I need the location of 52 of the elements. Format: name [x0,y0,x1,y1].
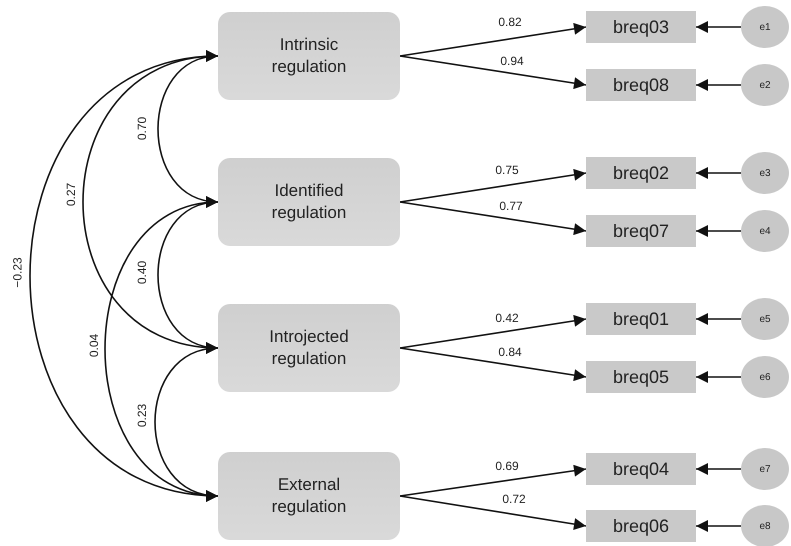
arrow [400,314,586,349]
arrow [696,167,741,179]
edge-label: 0.75 [494,164,520,176]
arrow [400,495,586,530]
latent-factor-box: Identified regulation [218,158,400,246]
arrow [696,79,741,91]
error-ellipse: e8 [741,505,789,546]
arrow [400,22,586,57]
arrow [696,463,741,475]
error-ellipse: e6 [741,356,789,398]
indicator-box: breq02 [586,157,696,189]
latent-factor-box: Intrinsic regulation [218,12,400,100]
indicator-box: breq07 [586,215,696,247]
arrow [400,347,586,382]
arrow [696,21,741,33]
edge-label: −0.23 [12,256,24,288]
edge-label: 0.77 [498,200,524,212]
error-ellipse: e1 [741,6,789,48]
covariance-arrow [154,344,218,500]
edge-label: 0.72 [501,492,527,506]
edge-label: 0.70 [136,115,150,141]
edge-label: 0.42 [494,312,520,324]
covariance-arrow [104,198,218,500]
error-ellipse: e7 [741,448,789,490]
error-ellipse: e5 [741,298,789,340]
indicator-box: breq08 [586,69,696,101]
edge-label: 0.82 [497,16,523,28]
indicator-box: breq06 [586,510,696,542]
arrow [400,464,586,497]
error-ellipse: e4 [741,210,789,252]
edge-label: 0.84 [497,346,523,358]
indicator-box: breq01 [586,303,696,335]
arrow [696,225,741,237]
edge-label: 0.69 [494,460,520,472]
latent-factor-box: External regulation [218,452,400,540]
edge-label: 0.23 [136,402,150,428]
error-ellipse: e3 [741,152,789,194]
arrow [400,168,586,203]
indicator-box: breq03 [586,11,696,43]
edge-label: 0.04 [88,332,102,358]
arrow [696,313,741,325]
edge-label: 0.40 [136,259,150,285]
edge-label: 0.94 [499,54,525,68]
arrow [696,520,741,532]
arrow [696,371,741,383]
arrow [400,201,586,236]
arrow [400,55,586,90]
error-ellipse: e2 [741,64,789,106]
edge-label: 0.27 [66,181,78,207]
latent-factor-box: Introjected regulation [218,304,400,392]
indicator-box: breq04 [586,453,696,485]
indicator-box: breq05 [586,361,696,393]
